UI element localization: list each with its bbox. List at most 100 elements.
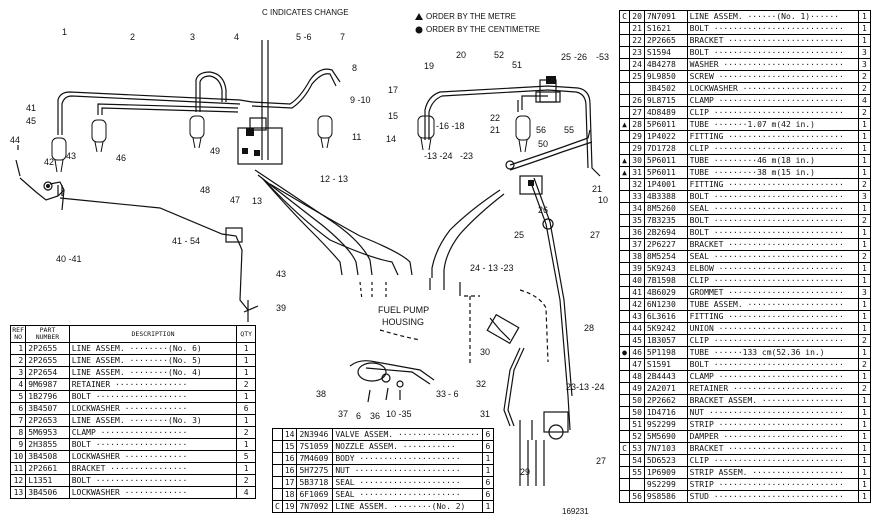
table-cell: CLIP ··························· [686,334,859,347]
table-cell [619,394,630,407]
callout-label: 11 [352,132,362,142]
table-cell: 35 [629,214,645,227]
table-cell: 9S2299 [643,418,688,431]
table-cell: 5K9242 [643,322,688,335]
table-cell [619,22,630,35]
table-cell: 5M6953 [25,426,70,439]
table-cell: L1351 [25,474,70,487]
figure-number: 169231 [562,507,589,516]
table-cell: 1B2796 [25,390,70,403]
triangle-legend-icon [415,13,423,20]
table-cell: LINE ASSEM. ······(No. 1)······ [686,10,859,23]
table-cell: NOZZLE ASSEM. ··········· [332,440,483,453]
table-cell: BRACKET ························ [686,238,859,251]
table-cell: STRIP ASSEM. ··················· [686,466,859,479]
table-cell: TUBE ······133 cm(52.36 in.) [686,346,859,359]
callout-label: 4 [234,32,240,42]
table-cell [272,488,283,501]
table-cell: 6 [481,440,495,453]
table-cell: 7B3235 [643,214,688,227]
table-cell: 4D8489 [643,106,688,119]
callout-label: 46 [116,153,127,163]
callout-label: 22 [490,113,501,123]
table-cell [272,452,283,465]
column-header: DESCRIPTION [68,325,238,343]
table-cell: 2 [236,378,256,391]
table-cell: 3 [857,58,872,71]
table-cell: 40 [629,274,645,287]
table-cell: 1 [9,342,27,355]
callout-label: 3 [190,32,196,42]
table-cell: 1 [857,346,872,359]
callout-label: 36 [370,411,381,421]
table-cell: 1 [236,390,256,403]
table-cell: 33 [629,190,645,203]
callout-label: 55 [564,125,575,135]
table-cell: BRACKET ················ [68,462,238,475]
callout-label: 23 [566,382,577,392]
table-cell: WASHER ························· [686,58,859,71]
table-cell: 14 [281,428,298,441]
table-cell: 7 [9,414,27,427]
table-cell: CLAMP ·························· [686,94,859,107]
table-cell: 4 [857,94,872,107]
table-cell: 6 [481,476,495,489]
table-cell: 1 [857,202,872,215]
table-cell [629,478,645,491]
table-cell: 30 [629,154,645,167]
table-cell: 1 [857,154,872,167]
table-cell: 55 [629,466,645,479]
table-cell: BRACKET ························ [686,34,859,47]
callout-label: 7 [340,32,346,42]
table-cell: C [619,10,630,23]
table-cell: 6 [481,488,495,501]
table-cell: 49 [629,382,645,395]
table-cell: 1 [857,166,872,179]
table-cell: 1 [857,298,872,311]
table-cell: SEAL ··························· [686,250,859,263]
table-cell: 2 [857,214,872,227]
table-cell [619,310,630,323]
table-cell [619,190,630,203]
fuel-pump-housing-label: FUEL PUMP [378,305,430,315]
table-cell: 1 [236,342,256,355]
table-cell: 11 [9,462,27,475]
table-cell: S1594 [643,46,688,59]
table-cell [619,202,630,215]
table-cell: 48 [629,370,645,383]
table-cell [629,82,645,95]
table-cell: 1 [236,438,256,451]
table-cell: 7D1728 [643,142,688,155]
table-cell: 2H3855 [25,438,70,451]
table-cell: STUD ··························· [686,490,859,503]
table-cell: 1 [857,310,872,323]
table-cell: 1 [481,500,495,513]
table-cell: 25 [629,70,645,83]
table-cell: 5P6011 [643,118,688,131]
table-cell: 26 [629,94,645,107]
table-cell [619,178,630,191]
table-cell: 8 [9,426,27,439]
callout-label: -23 [460,151,474,161]
callout-label: 41 - 54 [172,236,201,246]
callout-label: -26 [574,52,588,62]
table-cell: FITTING ························ [686,310,859,323]
table-cell [272,464,283,477]
table-cell [619,46,630,59]
table-cell: 39 [629,262,645,275]
callout-label: 2 [130,32,136,42]
table-cell: 5B3718 [296,476,334,489]
table-cell: 2 [9,354,27,367]
